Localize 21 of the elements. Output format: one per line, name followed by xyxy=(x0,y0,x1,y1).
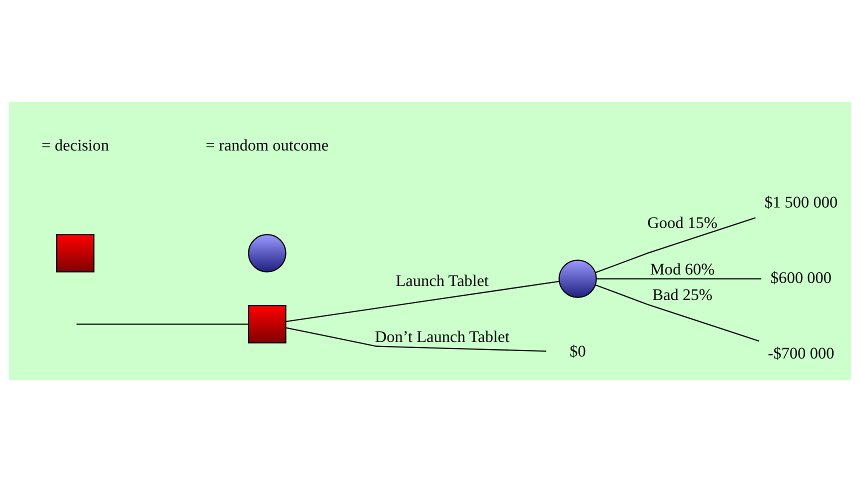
connector xyxy=(595,284,760,342)
node-circle xyxy=(558,259,597,298)
legend-label: = random outcome xyxy=(206,135,329,154)
node-text: $0 xyxy=(570,340,586,360)
edge-label: Mod 60% xyxy=(650,258,715,278)
legend-label: = decision xyxy=(42,135,109,154)
node-text: $600 000 xyxy=(770,268,832,287)
connector xyxy=(76,323,248,324)
node-circle xyxy=(248,234,286,272)
edge-label: Don’t Launch Tablet xyxy=(374,326,510,346)
connector xyxy=(286,280,559,322)
connector xyxy=(596,278,762,279)
connector xyxy=(595,216,756,273)
node-text: -$700 000 xyxy=(768,343,834,362)
edge-label: Bad 25% xyxy=(652,284,712,304)
edge-label: Good 15% xyxy=(647,212,718,232)
node-box xyxy=(248,304,286,343)
edge-label: Launch Tablet xyxy=(396,270,489,290)
node-text: $1 500 000 xyxy=(764,192,838,211)
node-box xyxy=(56,234,94,272)
connector xyxy=(286,326,546,352)
